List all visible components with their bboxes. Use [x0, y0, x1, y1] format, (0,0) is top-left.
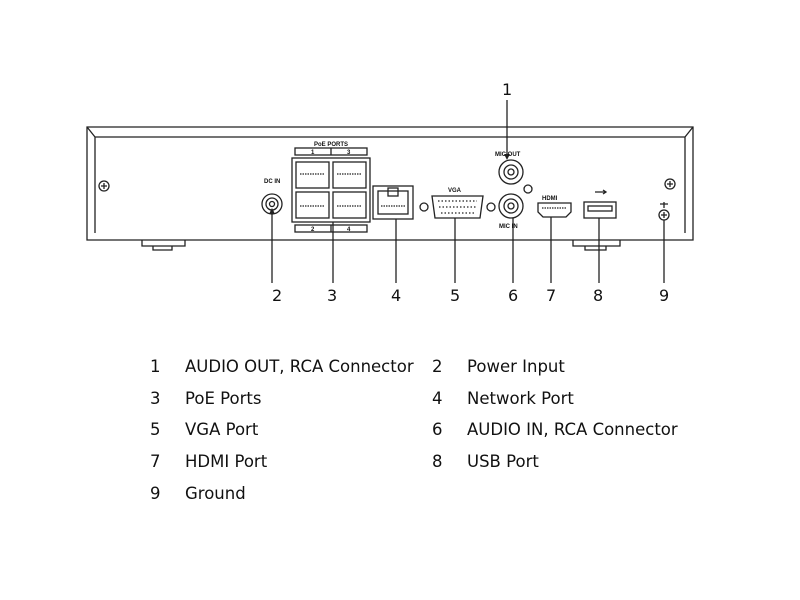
network-port — [372, 185, 414, 220]
legend-num-9: 9 — [150, 484, 161, 503]
callout-1: 1 — [502, 80, 512, 99]
callout-5: 5 — [450, 286, 460, 305]
mic-out-rca-connector — [498, 159, 524, 185]
callout-6: 6 — [508, 286, 518, 305]
legend-text-7: HDMI Port — [185, 452, 268, 471]
mic-out-label: MIC OUT — [495, 152, 521, 158]
legend-num-1: 1 — [150, 357, 161, 376]
vga-port — [419, 195, 496, 219]
callout-8: 8 — [593, 286, 603, 305]
legend-text-4: Network Port — [467, 389, 574, 408]
poe-port-4-label: 4 — [347, 227, 351, 233]
screw-icon-right — [664, 178, 676, 190]
legend-text-6: AUDIO IN, RCA Connector — [467, 420, 678, 439]
callout-4: 4 — [391, 286, 401, 305]
usb-port — [583, 189, 617, 219]
poe-port-2-label: 2 — [311, 227, 315, 233]
legend-num-5: 5 — [150, 420, 161, 439]
poe-port-1-label: 1 — [311, 150, 315, 156]
hdmi-label: HDMI — [542, 196, 558, 202]
callout-7: 7 — [546, 286, 556, 305]
screw-icon-left — [98, 180, 110, 192]
legend-num-4: 4 — [432, 389, 443, 408]
poe-ports-label: PoE PORTS — [314, 142, 348, 148]
legend-num-3: 3 — [150, 389, 161, 408]
callout-2: 2 — [272, 286, 282, 305]
arrowheads — [269, 154, 510, 214]
callout-3: 3 — [327, 286, 337, 305]
foot-right — [572, 240, 621, 251]
screw-icon-mic — [523, 184, 533, 194]
legend-text-8: USB Port — [467, 452, 539, 471]
legend-num-7: 7 — [150, 452, 161, 471]
dc-in-label: DC IN — [264, 179, 280, 185]
callout-lines — [271, 100, 665, 283]
legend-num-2: 2 — [432, 357, 443, 376]
poe-ports-block — [291, 147, 371, 233]
poe-port-3-label: 3 — [347, 150, 351, 156]
legend-text-9: Ground — [185, 484, 246, 503]
legend-num-8: 8 — [432, 452, 443, 471]
mic-in-rca-connector — [498, 193, 524, 219]
hdmi-port — [537, 202, 572, 218]
legend-text-1: AUDIO OUT, RCA Connector — [185, 357, 414, 376]
foot-left — [141, 240, 186, 251]
legend-text-3: PoE Ports — [185, 389, 262, 408]
callout-9: 9 — [659, 286, 669, 305]
legend-text-5: VGA Port — [185, 420, 259, 439]
vga-label: VGA — [448, 188, 462, 194]
mic-in-label: MIC IN — [499, 224, 518, 230]
legend-num-6: 6 — [432, 420, 443, 439]
legend-text-2: Power Input — [467, 357, 565, 376]
chassis-inner — [86, 126, 694, 233]
